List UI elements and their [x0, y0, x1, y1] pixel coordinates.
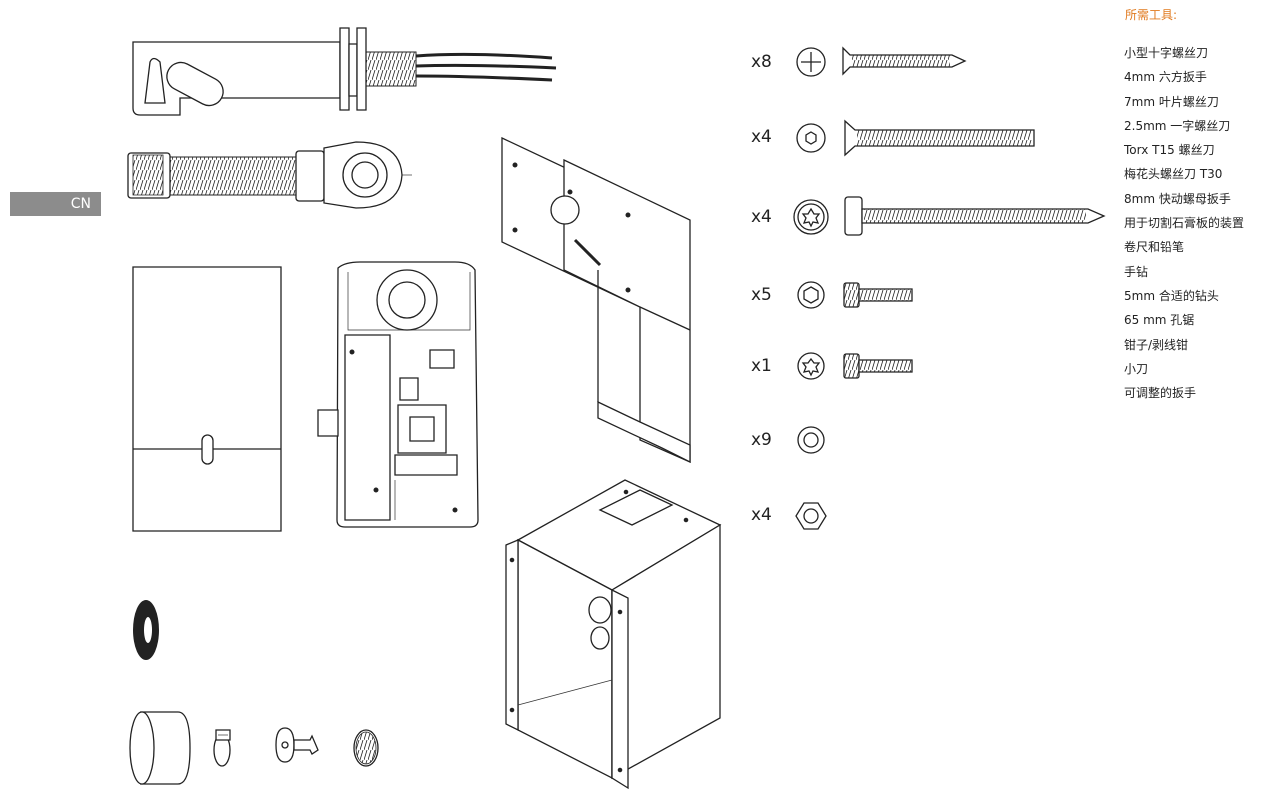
mounting-bracket: [502, 138, 690, 462]
wall-box: [506, 480, 720, 788]
qty-hex-nut: x4: [751, 505, 772, 525]
key-tool: [276, 728, 318, 762]
countersunk-screw-long: [845, 121, 1034, 155]
tool-item: 7mm 叶片螺丝刀: [1124, 94, 1219, 109]
qty-socket-cap-screw-torx: x1: [751, 356, 772, 376]
control-unit: [318, 262, 478, 527]
tool-item: 8mm 快动螺母扳手: [1124, 191, 1231, 206]
hose-clamp: [214, 730, 230, 766]
washer-icon: [798, 427, 824, 453]
torx-icon: [798, 353, 824, 379]
cylinder-head-screw-long: [845, 197, 1104, 235]
hex-nut-icon: [796, 503, 826, 529]
tool-item: 65 mm 孔锯: [1124, 313, 1195, 328]
language-tab[interactable]: CN: [10, 192, 101, 216]
tool-item: 可调整的扳手: [1124, 386, 1197, 401]
phillips-icon: [797, 48, 825, 76]
qty-socket-cap-screw-hex: x5: [751, 285, 772, 305]
socket-cap-screw: [844, 283, 912, 307]
tool-item: Torx T15 螺丝刀: [1124, 143, 1215, 158]
tool-list: 小型十字螺丝刀 4mm 六方扳手 7mm 叶片螺丝刀 2.5mm 一字螺丝刀 T…: [1124, 45, 1244, 409]
sleeve: [130, 712, 190, 784]
qty-countersunk-screw-short: x8: [751, 52, 772, 72]
tool-item: 4mm 六方扳手: [1124, 70, 1207, 85]
tool-item: 5mm 合适的钻头: [1124, 288, 1219, 303]
qty-washer: x9: [751, 430, 772, 450]
gasket-ring: [133, 600, 159, 660]
tool-item: 小刀: [1124, 361, 1149, 376]
qty-cylinder-head-screw: x4: [751, 207, 772, 227]
tool-item: 卷尺和铅笔: [1124, 240, 1185, 255]
tool-item: 梅花头螺丝刀 T30: [1124, 167, 1223, 182]
countersunk-screw-short: [843, 48, 965, 74]
tools-title: 所需工具:: [1125, 8, 1178, 22]
torx-icon: [794, 200, 828, 234]
filter-insert: [354, 730, 378, 766]
hose-assembly: [128, 142, 412, 208]
hex-socket-icon: [797, 124, 825, 152]
cover-plate: [133, 267, 281, 531]
tool-item: 用于切割石膏板的装置: [1124, 216, 1245, 231]
tool-item: 2.5mm 一字螺丝刀: [1124, 118, 1231, 133]
tool-item: 手钻: [1124, 264, 1149, 279]
qty-countersunk-screw-long: x4: [751, 127, 772, 147]
socket-cap-screw: [844, 354, 912, 378]
hex-socket-icon: [798, 282, 824, 308]
tool-item: 小型十字螺丝刀: [1124, 46, 1209, 60]
faucet-spout: [133, 28, 556, 115]
tool-item: 钳子/剥线钳: [1124, 337, 1189, 352]
